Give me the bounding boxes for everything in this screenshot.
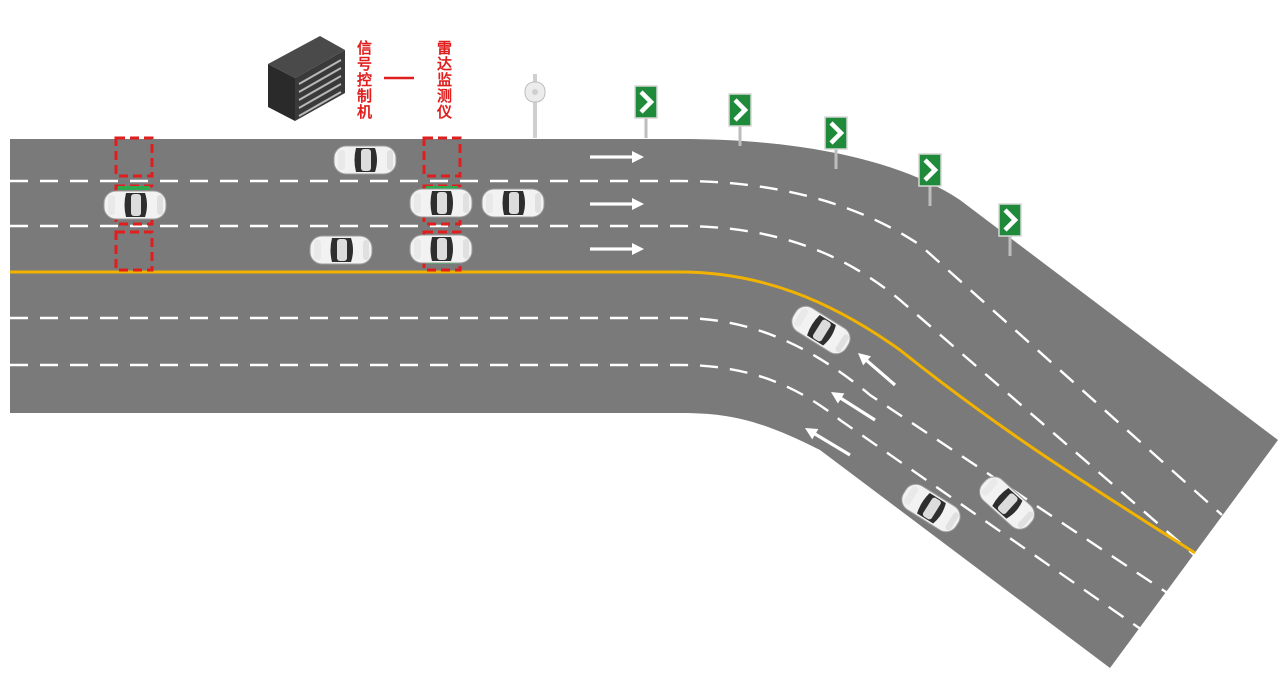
radar-detector-label: 雷达监测仪 xyxy=(435,40,453,120)
server-cabinet-icon xyxy=(268,36,345,121)
detection-highlight xyxy=(118,186,150,190)
direction-arrow-icon xyxy=(831,392,876,422)
chevron-right-sign-icon xyxy=(634,85,658,138)
lane-line-top-1 xyxy=(10,179,1223,516)
lane-line-top-2 xyxy=(10,224,1201,561)
car-top-view-icon xyxy=(409,234,473,264)
chevron-right-sign-icon xyxy=(824,116,848,169)
detection-highlight xyxy=(426,186,458,190)
car-top-view-icon xyxy=(409,188,473,218)
detection-zone xyxy=(114,136,154,178)
chevron-right-sign-icon xyxy=(728,93,752,146)
direction-arrow-icon xyxy=(590,151,644,163)
road-surface xyxy=(10,139,1278,668)
center-line xyxy=(10,270,1196,555)
lane-line-bottom-2 xyxy=(10,363,1143,631)
direction-arrow-icon xyxy=(805,427,851,457)
detection-zone xyxy=(114,230,154,272)
signal-controller-label: 信号控制机 xyxy=(355,40,373,120)
direction-arrow-icon xyxy=(590,198,644,210)
car-top-view-icon xyxy=(309,235,373,265)
direction-arrow-icon xyxy=(857,352,897,387)
chevron-right-sign-icon xyxy=(998,203,1022,256)
car-top-view-icon xyxy=(103,190,167,220)
direction-arrow-icon xyxy=(590,243,644,255)
radar-sensor-icon xyxy=(524,74,546,138)
chevron-right-sign-icon xyxy=(918,153,942,206)
car-top-view-icon xyxy=(333,145,397,175)
detection-zone xyxy=(422,136,462,178)
car-top-view-icon xyxy=(481,188,545,218)
